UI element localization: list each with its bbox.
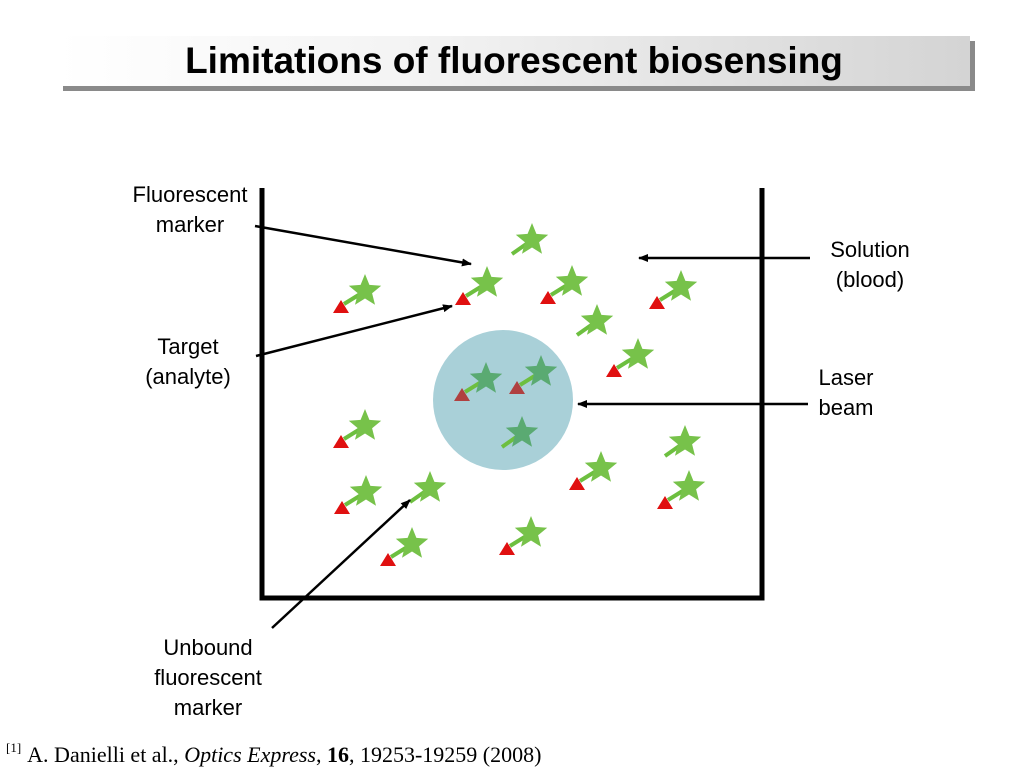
target-analyte — [499, 542, 515, 555]
bound-marker-complex — [606, 338, 655, 377]
fluorescent-star — [348, 274, 382, 305]
fluorescent-star — [664, 270, 698, 301]
arrow-target — [255, 304, 453, 358]
target-analyte — [454, 388, 470, 401]
fluorescent-star — [469, 362, 503, 393]
label-unbound-marker: Unbound fluorescent marker — [154, 635, 262, 720]
target-analyte — [569, 477, 585, 490]
fluorescent-star — [348, 409, 382, 440]
label-laser-beam: Laser beam — [818, 365, 874, 420]
citation-pages: , 19253-19259 (2008) — [348, 742, 542, 767]
arrow-fluorescent-marker — [254, 224, 472, 267]
bound-marker-complex — [657, 470, 706, 509]
complexes-layer — [333, 223, 706, 566]
label-solution: Solution (blood) — [830, 237, 910, 292]
fluorescent-star — [584, 451, 618, 482]
unbound-marker — [663, 425, 702, 458]
bound-marker-complex — [334, 475, 383, 514]
target-analyte — [380, 553, 396, 566]
citation-ref-number: [1] — [6, 740, 22, 755]
bound-marker-complex — [649, 270, 698, 309]
bound-marker-complex — [333, 409, 382, 448]
slide-title: Limitations of fluorescent biosensing — [185, 40, 843, 81]
fluorescent-star — [413, 471, 447, 502]
fluorescent-star — [672, 470, 706, 501]
fluorescent-star — [395, 527, 429, 558]
arrow-unbound — [271, 499, 411, 629]
bound-marker-complex — [499, 516, 548, 555]
target-analyte — [657, 496, 673, 509]
unbound-marker — [408, 471, 447, 504]
fluorescent-star — [621, 338, 655, 369]
fluorescent-star — [524, 355, 558, 386]
fluorescent-star — [515, 223, 549, 254]
bound-marker-complex — [333, 274, 382, 313]
target-analyte — [606, 364, 622, 377]
bound-marker-complex — [540, 265, 589, 304]
laser-beam-spot — [433, 330, 573, 470]
citation-volume: 16 — [326, 742, 349, 767]
target-analyte — [333, 435, 349, 448]
title-bar: Limitations of fluorescent biosensing — [58, 36, 970, 86]
unbound-marker — [510, 223, 549, 256]
fluorescent-star — [505, 416, 539, 447]
target-analyte — [455, 292, 471, 305]
bound-marker-complex — [509, 355, 558, 394]
fluorescent-star — [514, 516, 548, 547]
label-fluorescent-marker: Fluorescent marker — [132, 182, 248, 237]
target-analyte — [540, 291, 556, 304]
fluorescent-star — [668, 425, 702, 456]
fluorescent-star — [555, 265, 589, 296]
fluorescent-star — [349, 475, 383, 506]
label-target: Target (analyte) — [145, 334, 231, 389]
citation-authors: A. Danielli et al., — [27, 742, 185, 767]
bound-marker-complex — [455, 266, 504, 305]
unbound-marker — [575, 304, 614, 337]
fluorescent-star — [580, 304, 614, 335]
target-analyte — [334, 501, 350, 514]
unbound-marker — [500, 416, 539, 449]
solution-container — [259, 188, 765, 601]
bound-marker-complex — [454, 362, 503, 401]
fluorescent-star — [470, 266, 504, 297]
target-analyte — [509, 381, 525, 394]
bound-marker-complex — [569, 451, 618, 490]
target-analyte — [333, 300, 349, 313]
target-analyte — [649, 296, 665, 309]
citation-journal: Optics Express — [184, 742, 316, 767]
citation: [1] A. Danielli et al., Optics Express , 1… — [6, 740, 542, 767]
bound-marker-complex — [380, 527, 429, 566]
